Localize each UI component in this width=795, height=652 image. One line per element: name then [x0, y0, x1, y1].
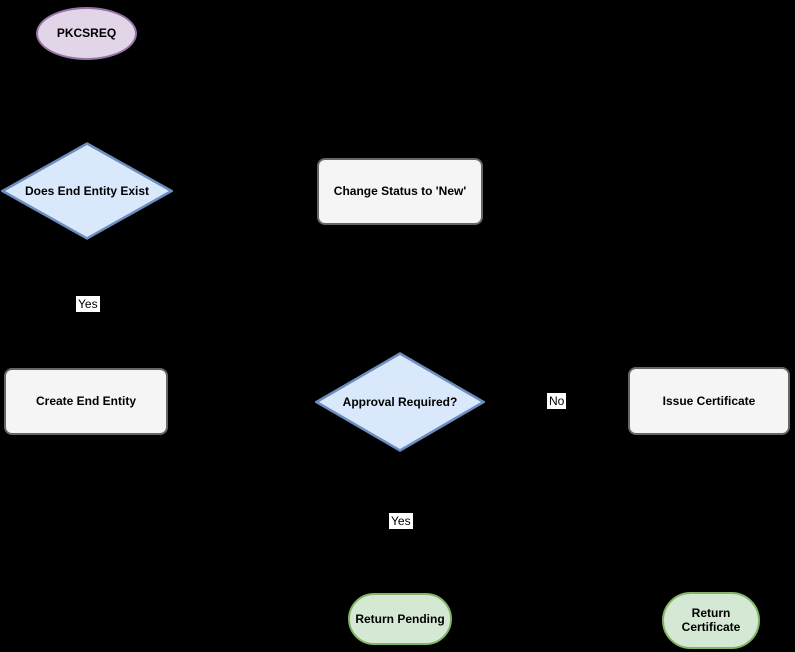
process-node-create-end-entity: Create End Entity — [4, 368, 168, 435]
terminator-node-return-pending: Return Pending — [348, 593, 452, 645]
node-label: Return Pending — [355, 611, 445, 626]
diamond-shape — [315, 352, 485, 452]
node-label: Does End Entity Exist — [24, 183, 150, 198]
process-node-issue-certificate: Issue Certificate — [628, 367, 790, 435]
node-label: Return Certificate — [681, 605, 741, 634]
process-node-change-status-new: Change Status to 'New' — [317, 158, 483, 225]
decision-node-does-end-entity-exist: Does End Entity Exist — [1, 142, 173, 240]
terminator-node-return-certificate: Return Certificate — [662, 592, 760, 649]
node-label: PKCSREQ — [56, 26, 117, 41]
diamond-shape — [1, 142, 173, 240]
edge-label-yes-entity-exists: Yes — [76, 296, 100, 312]
decision-node-approval-required: Approval Required? — [315, 352, 485, 452]
node-label: Issue Certificate — [662, 393, 756, 408]
start-node-pkcsreq: PKCSREQ — [36, 7, 137, 60]
edge-label-no-approval: No — [547, 393, 567, 409]
node-label: Change Status to 'New' — [333, 184, 467, 199]
node-label: Approval Required? — [342, 394, 458, 409]
node-label: Create End Entity — [35, 394, 137, 409]
edge-label-yes-approval: Yes — [389, 513, 413, 529]
